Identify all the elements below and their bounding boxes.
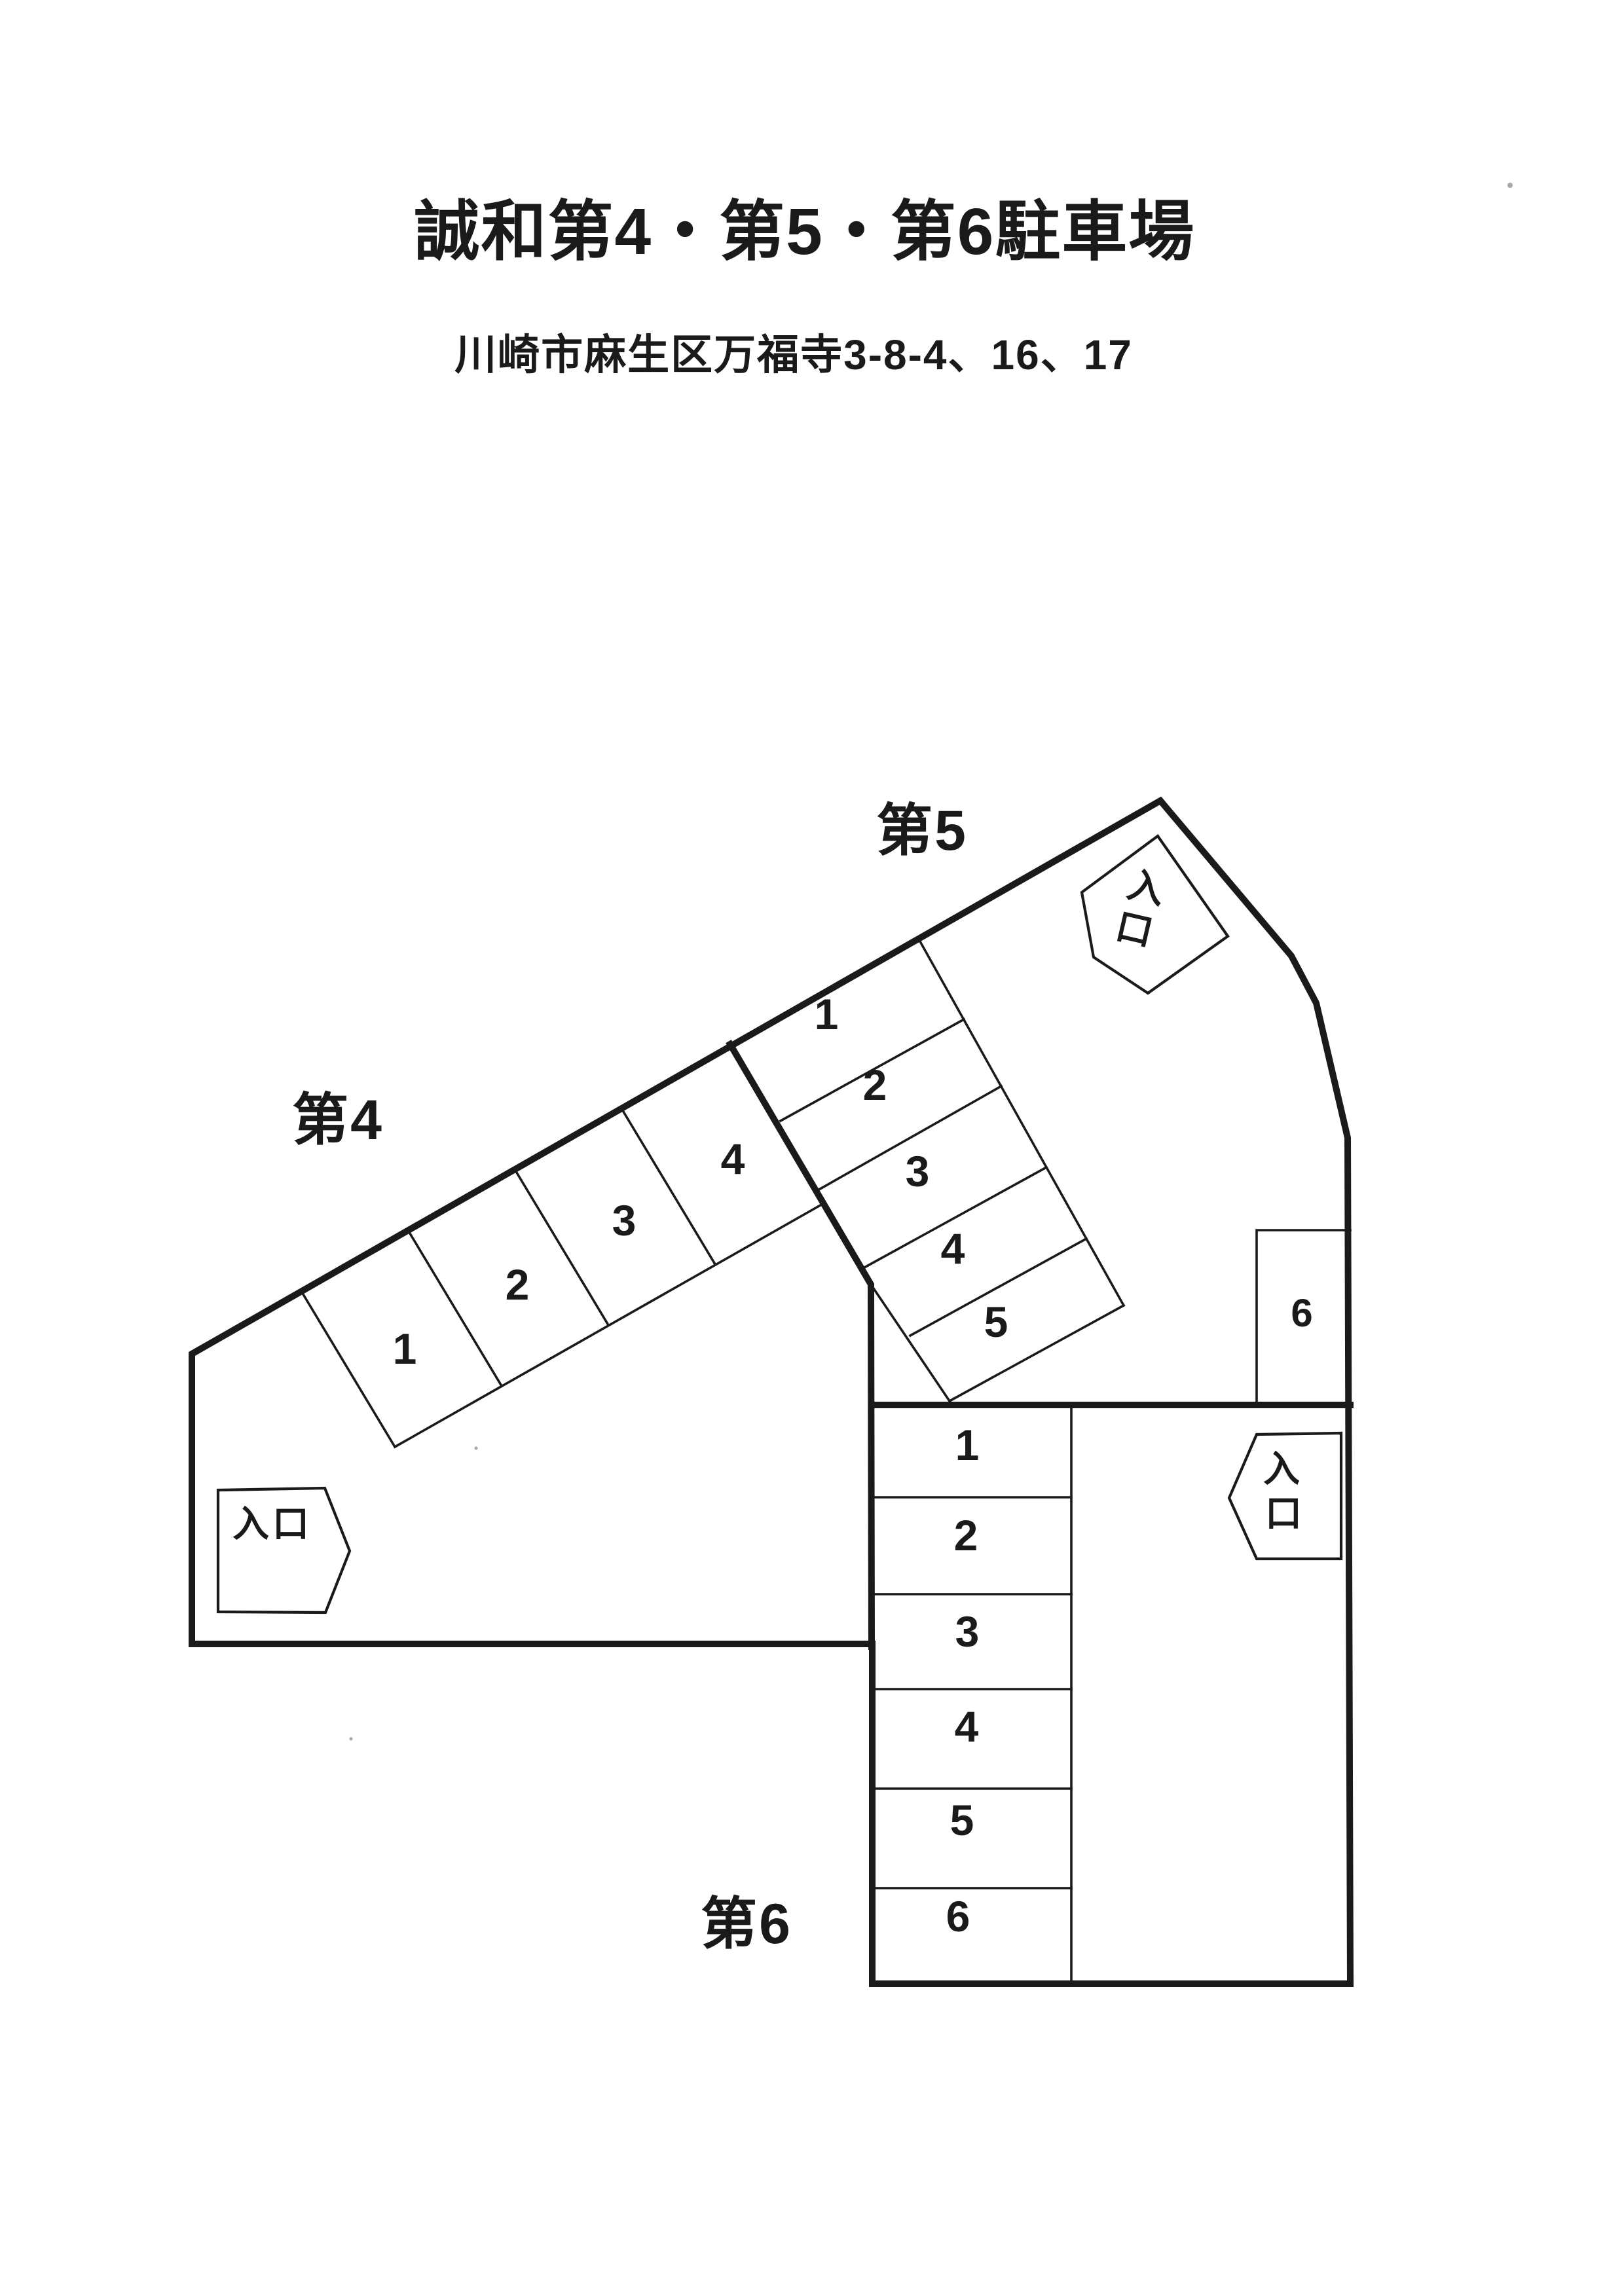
lot6-space-6: 6 (946, 1892, 970, 1941)
lot6-space-5: 5 (950, 1796, 974, 1844)
lot4-entrance-char-1: 入 (232, 1503, 269, 1544)
lot6-entrance-char-2: 口 (1265, 1493, 1302, 1534)
lot5-area: 第5 1 2 3 4 5 6 入 口 (779, 799, 1352, 1406)
lot4-space-4: 4 (721, 1135, 745, 1183)
lot5-space-5: 5 (984, 1298, 1008, 1346)
lot4-label: 第4 (292, 1089, 384, 1152)
lot4-stall-row-bottom (393, 1201, 826, 1449)
lot6-label: 第6 (701, 1893, 792, 1956)
lot4-entrance-marker (216, 1486, 352, 1614)
lot6-space-4: 4 (955, 1702, 979, 1751)
lot5-entrance-char-2: 口 (1112, 905, 1157, 953)
lot6-space-1: 1 (955, 1421, 980, 1469)
lot5-space-1: 1 (815, 990, 839, 1038)
lot5-stall-row-left (869, 1283, 951, 1403)
lot4-lot5-divider (726, 1040, 876, 1650)
lot5-entrance-marker (1080, 834, 1230, 995)
lot4-stall-line (515, 1171, 610, 1327)
lot5-stall-row-right (918, 939, 1126, 1307)
lot5-entrance-text: 入 口 (1112, 864, 1169, 954)
lot4-area: 第4 1 2 3 4 入 口 (216, 1089, 826, 1614)
lot4-space-1: 1 (393, 1324, 417, 1373)
lot5-space-4: 4 (941, 1224, 965, 1273)
lot4-entrance-char-2: 口 (272, 1503, 309, 1544)
lot4-stall-line (301, 1292, 397, 1449)
lot5-space-3: 3 (906, 1147, 930, 1195)
lot5-stall-line (815, 1084, 1003, 1193)
lot4-space-2: 2 (506, 1260, 530, 1309)
lot6-space-3: 3 (955, 1607, 980, 1656)
lot5-space-6: 6 (1291, 1291, 1312, 1335)
lot5-space-2: 2 (863, 1061, 887, 1109)
page-address: 川崎市麻生区万福寺3-8-4、16、17 (454, 331, 1133, 378)
lot5-entrance-char-1: 入 (1124, 864, 1169, 912)
lot4-stall-line (408, 1231, 504, 1388)
lot6-space-2: 2 (954, 1511, 978, 1559)
lot4-space-3: 3 (612, 1196, 637, 1245)
lot5-stall6-outline (1255, 1229, 1352, 1406)
site-outer-boundary (189, 796, 1354, 1987)
page-title: 誠和第4・第5・第6駐車場 (415, 195, 1196, 268)
lot5-stall-line (862, 1165, 1048, 1269)
lot5-stall-line (908, 1237, 1088, 1338)
lot5-stall-row-bottom (948, 1303, 1126, 1403)
lot6-area: 第6 1 2 3 4 5 6 入 口 (701, 1404, 1343, 1985)
lot6-entrance-char-1: 入 (1263, 1448, 1300, 1489)
scan-speck (1507, 183, 1513, 188)
lot5-label: 第5 (876, 799, 968, 862)
scan-speck (349, 1737, 353, 1741)
lot4-stall-line (621, 1110, 717, 1266)
scan-speck (474, 1446, 478, 1450)
lot5-stall-line (779, 1017, 966, 1123)
lot6-entrance-marker (1227, 1431, 1343, 1561)
